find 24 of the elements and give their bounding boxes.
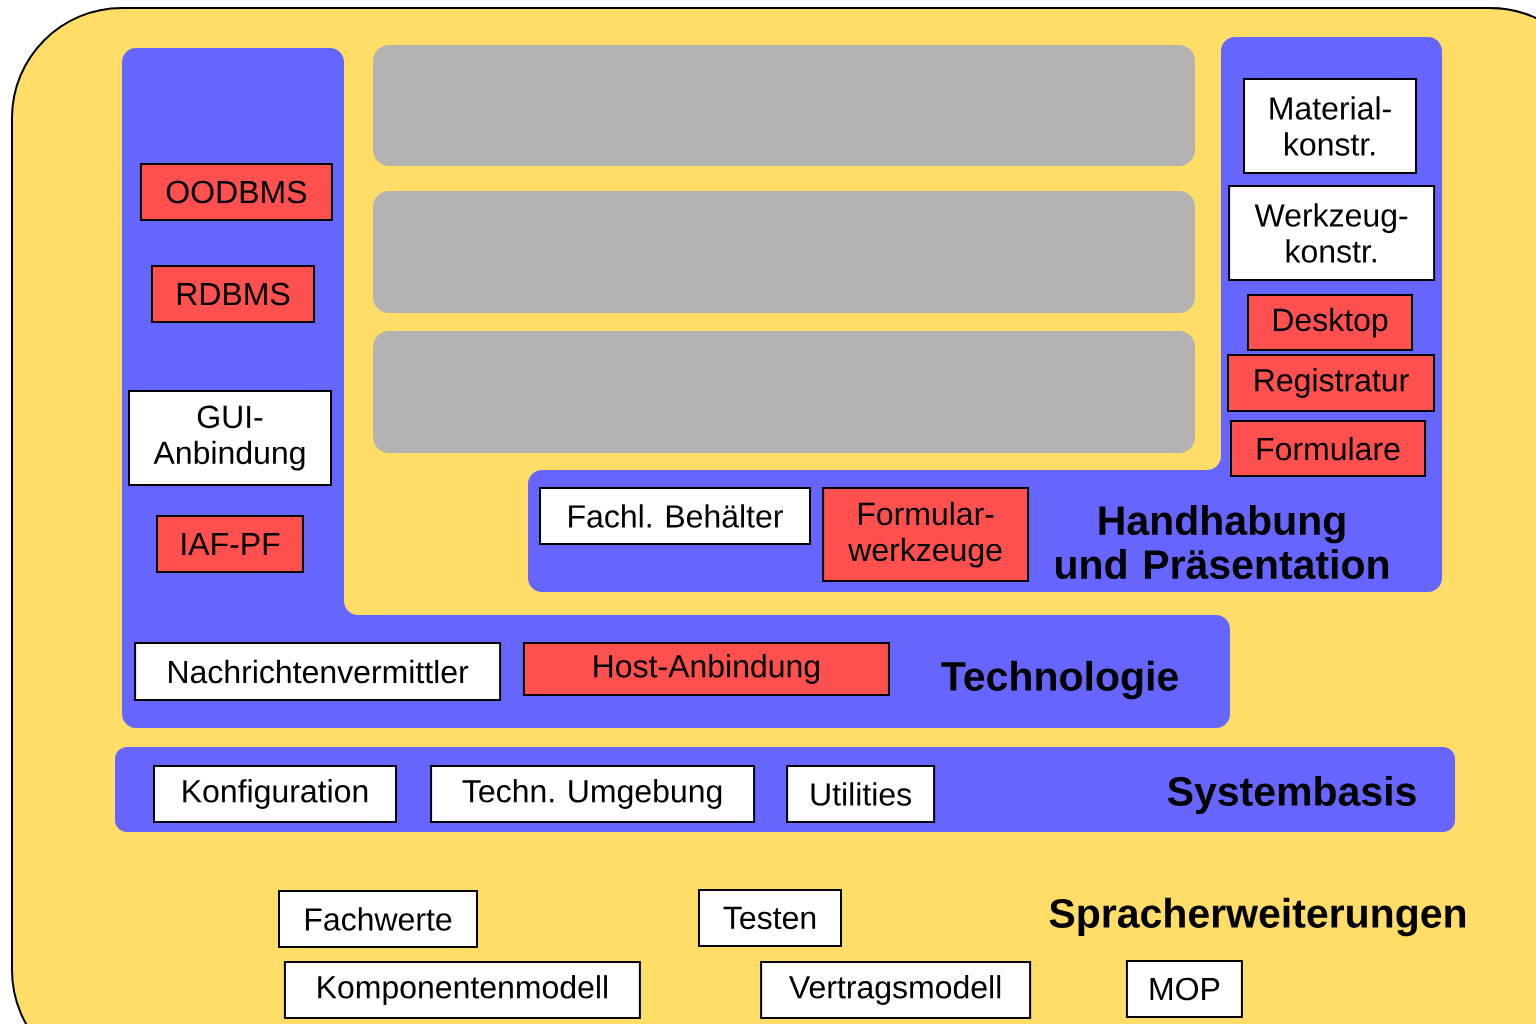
component-box: Komponentenmodell [283,961,641,1019]
component-box: Material- konstr. [1243,78,1417,174]
empty-box [373,45,1195,167]
component-box: Techn. Umgebung [430,765,756,823]
empty-box [373,331,1195,453]
component-box: Registratur [1227,354,1435,412]
component-box: Werkzeug- konstr. [1228,185,1436,281]
component-box: Host-Anbindung [522,642,890,696]
component-box: OODBMS [139,163,333,221]
component-box: Fachl. Behälter [539,487,811,545]
component-box: Formulare [1230,420,1426,478]
component-box: Testen [698,889,842,947]
empty-box [373,191,1195,313]
component-box: Fachwerte [278,890,478,948]
component-box: MOP [1125,960,1243,1018]
component-box: IAF-PF [156,515,304,573]
component-box: Nachrichtenvermittler [134,642,502,702]
component-box: Desktop [1247,294,1413,352]
component-box: GUI- Anbindung [128,390,332,486]
component-box: Formular- werkzeuge [822,487,1030,583]
component-box: RDBMS [151,265,315,323]
component-box: Utilities [786,765,936,823]
component-box: Vertragsmodell [760,961,1032,1019]
component-box: Konfiguration [153,765,397,823]
